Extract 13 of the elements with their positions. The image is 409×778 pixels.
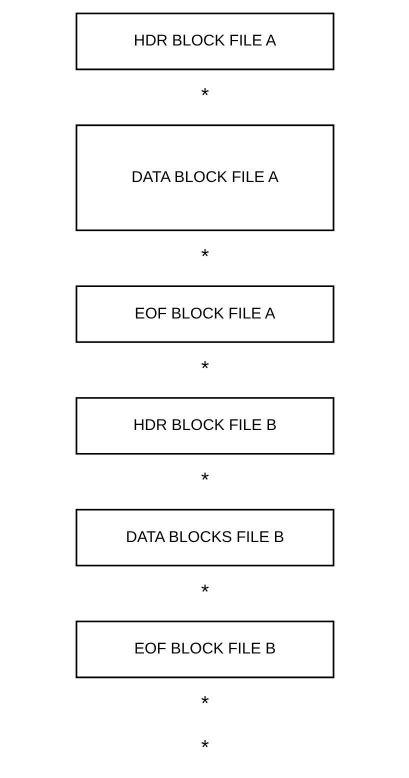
node-box: HDR BLOCK FILE A	[75, 12, 334, 70]
label: *	[200, 358, 208, 380]
node-box: EOF BLOCK FILE B	[75, 620, 334, 678]
node-box: DATA BLOCKS FILE B	[75, 508, 334, 566]
node-box: DATA BLOCK FILE A	[75, 124, 334, 232]
label: *	[200, 246, 208, 268]
label: *	[200, 693, 208, 716]
label: *	[200, 470, 208, 492]
label: *	[200, 85, 208, 108]
label: *	[200, 736, 208, 759]
node-box: HDR BLOCK FILE B	[75, 397, 334, 455]
node-box: EOF BLOCK FILE A	[75, 285, 334, 343]
label: *	[200, 581, 208, 604]
